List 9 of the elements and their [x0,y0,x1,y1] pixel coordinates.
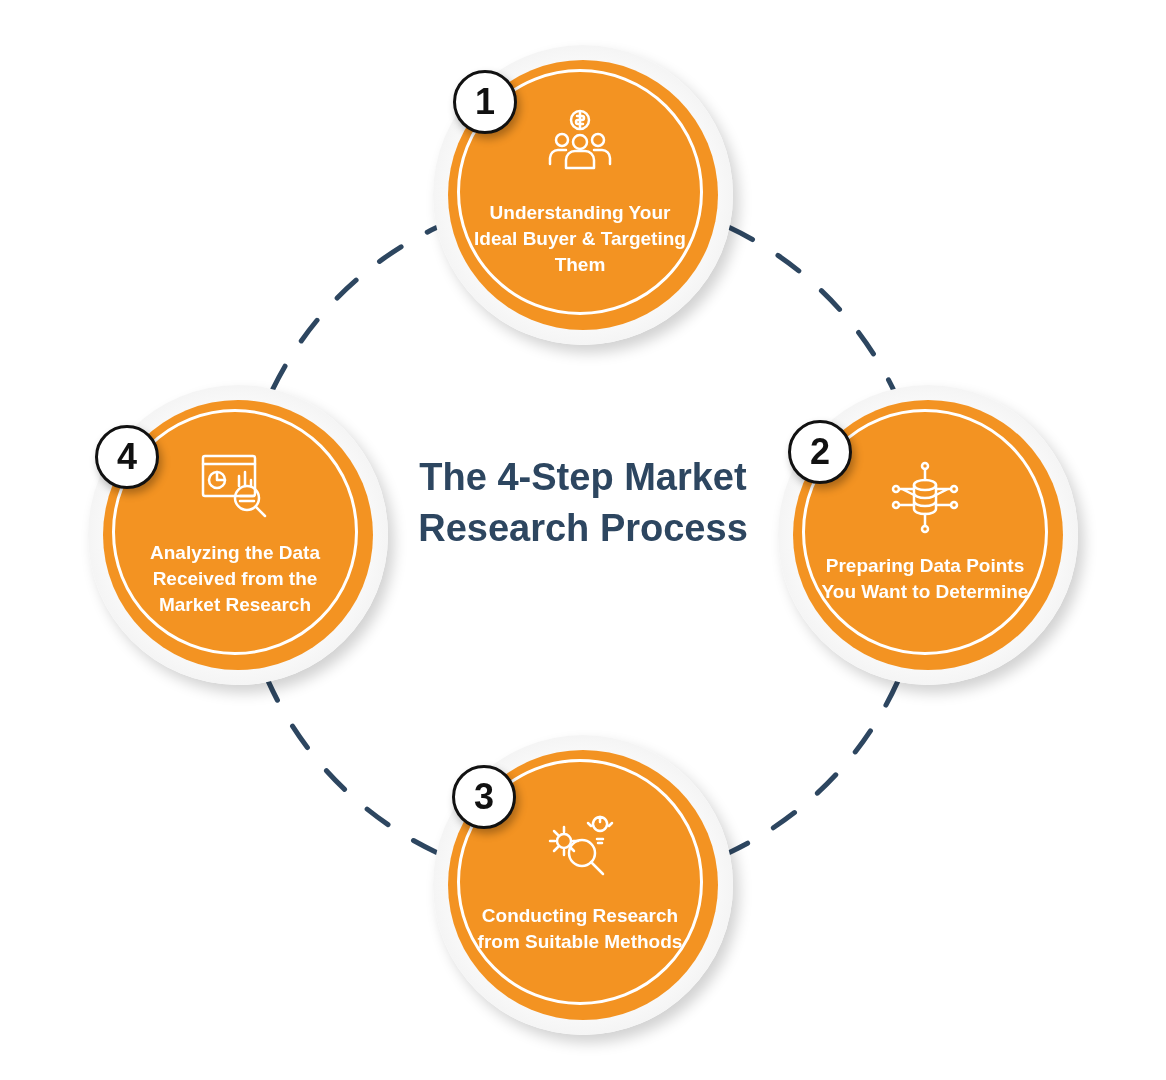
title: The 4-Step Market Research Process [417,455,749,551]
step-label: Understanding Your Ideal Buyer & Targeting Them [473,201,687,277]
step-label: Analyzing the Data Received from the Market Research [149,541,321,617]
step-label: Conducting Research from Suitable Methods [476,904,684,954]
step-number-badge: 4 [95,425,159,489]
step-number-badge: 2 [788,420,852,484]
step-label: Preparing Data Points You Want to Determine [820,554,1030,604]
step-number-badge: 3 [452,765,516,829]
step-number-badge: 1 [453,70,517,134]
